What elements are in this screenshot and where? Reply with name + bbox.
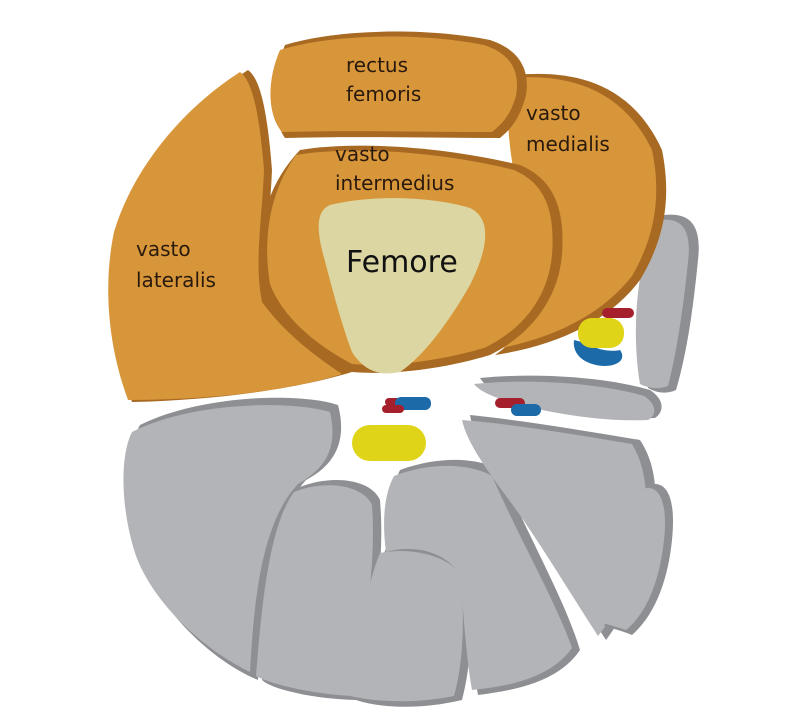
vasto-medialis-label: vasto medialis [526,101,610,156]
vein-left [395,397,431,410]
femur-bone[interactable] [318,198,486,374]
grey-muscle-center-left [256,485,373,696]
artery-left-2 [382,405,404,413]
neurovascular-bundles [352,308,634,461]
vein-center [511,404,541,416]
labels: rectus femoris vasto medialis vasto inte… [136,53,610,292]
grey-muscle-center [384,465,572,690]
grey-muscle-bottom-center [350,550,463,702]
rectus-femoris-label: rectus femoris [346,53,421,106]
quadriceps-group [108,31,667,402]
artery-right-top [602,308,634,318]
nerve-right [578,318,624,348]
vasto-lateralis[interactable] [108,72,342,400]
posterior-muscle-group [123,214,699,707]
grey-muscle-right [462,420,646,636]
grey-muscle-left-face [123,405,333,672]
nerve-left [352,425,426,461]
grey-muscle-sliver [474,381,655,421]
vasto-medialis[interactable] [492,77,657,350]
vasto-lateralis-label: vasto lateralis [136,237,216,292]
rectus-femoris[interactable] [270,36,517,132]
vasto-intermedius-label: vasto intermedius [335,142,454,195]
grey-muscle-far-right [600,487,666,630]
femore-label: Femore [346,245,458,280]
